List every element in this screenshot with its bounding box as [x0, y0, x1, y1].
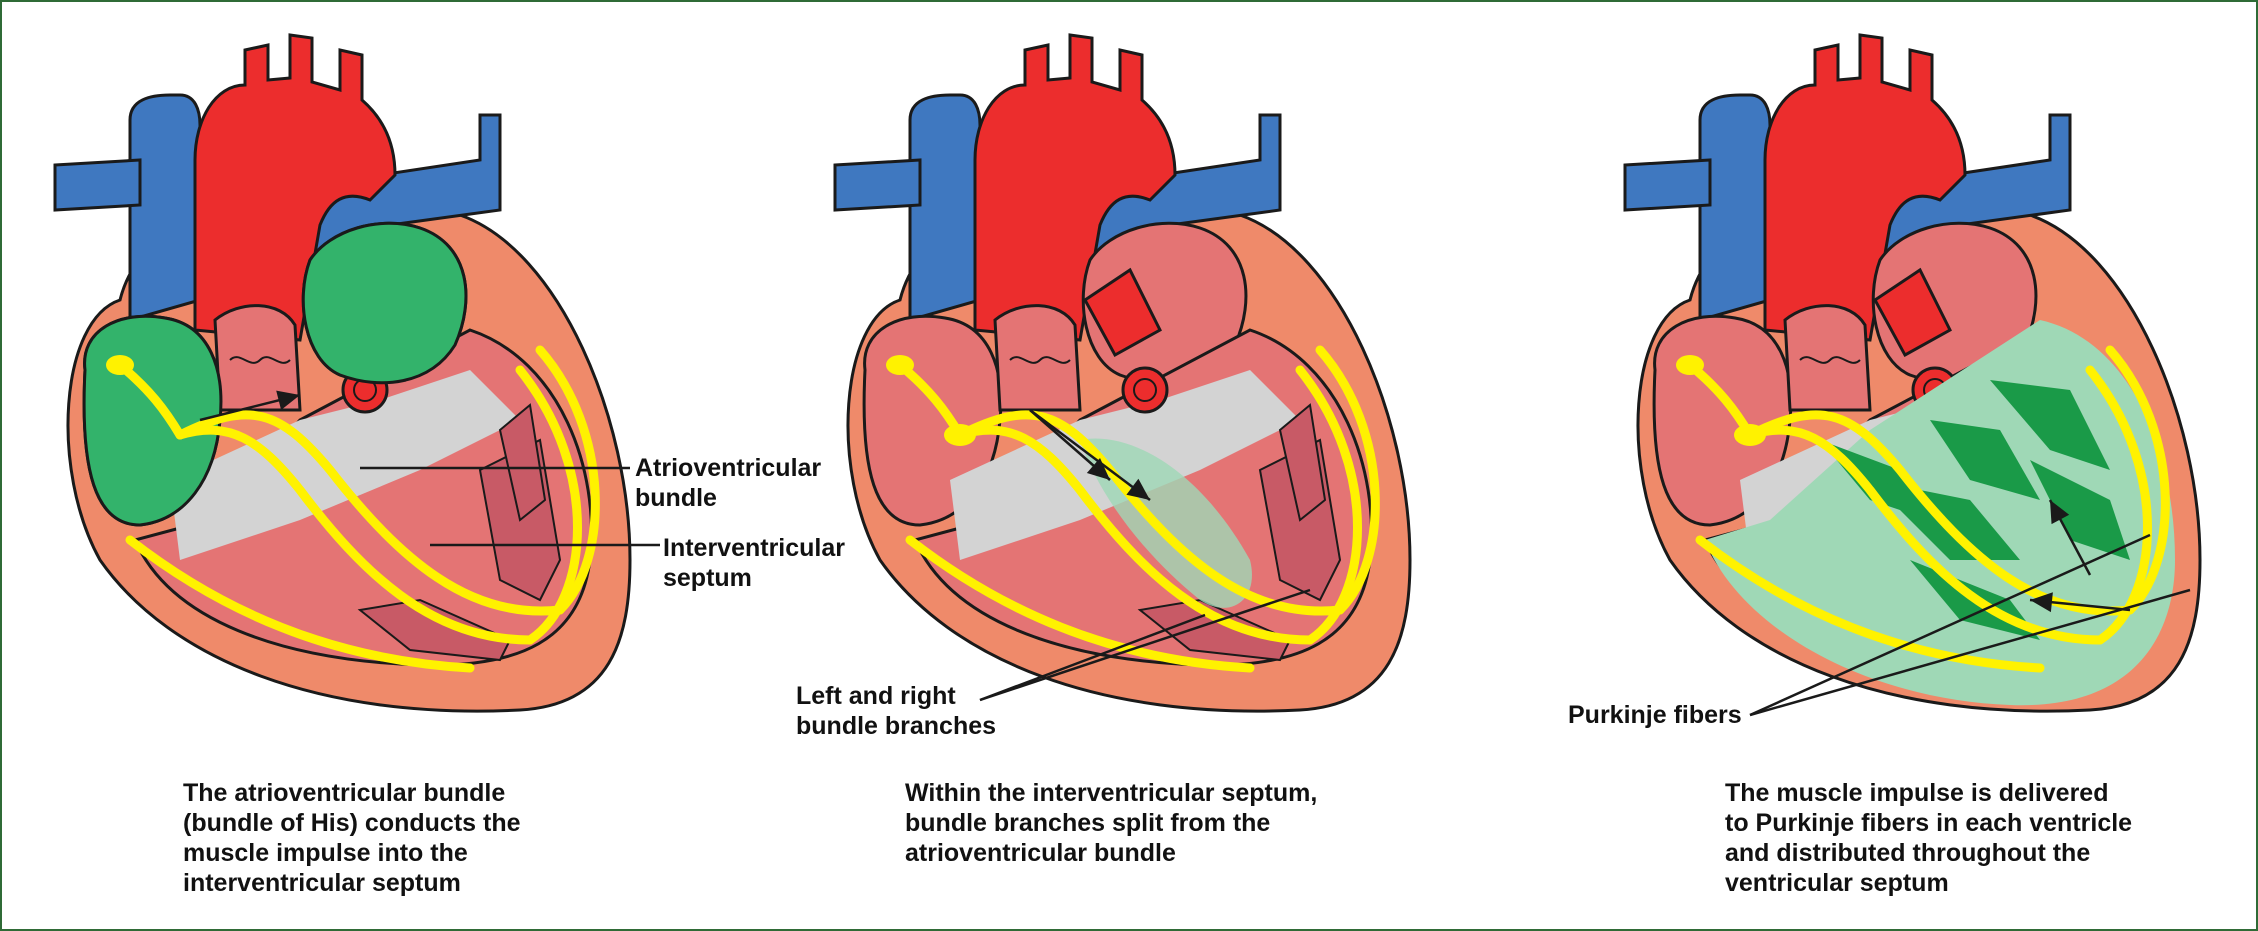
label-line: Atrioventricular: [635, 454, 822, 482]
purkinje-fibers-leader-1: [1749, 533, 2151, 717]
purkinje-fiber-region: [2030, 460, 2130, 560]
label-line: bundle: [635, 484, 717, 512]
panel-1-caption: The atrioventricular bundle(bundle of Hi…: [183, 778, 521, 898]
conduction-pathway: [115, 360, 185, 440]
conduction-pathway: [2105, 345, 2170, 615]
label-line: septum: [663, 564, 752, 592]
caption-line: to Purkinje fibers in each ventricle: [1725, 809, 2133, 837]
conduction-pathway: [125, 535, 475, 673]
conduction-pathway: [515, 365, 582, 645]
bundle-branches-leader-2: [979, 588, 1311, 702]
caption-line: muscle impulse into the: [183, 839, 468, 867]
purkinje-fiber-region: [1930, 420, 2040, 500]
caption-line: The muscle impulse is delivered: [1725, 779, 2109, 807]
bundle-arrow-left: [1029, 409, 1151, 501]
bundle-arrow-right-head: [1086, 457, 1110, 480]
caption-line: bundle branches split from the: [905, 809, 1271, 837]
caption-line: The atrioventricular bundle: [183, 779, 506, 807]
structure-label: Purkinje fibers: [1568, 700, 1742, 730]
heart-panel-2: [833, 33, 1412, 713]
caption-line: interventricular septum: [183, 869, 461, 897]
purkinje-arrow-left-head: [2030, 592, 2053, 613]
purkinje-arrow-up-head: [2050, 500, 2070, 525]
purkinje-fibers-leader-2: [1749, 588, 2191, 717]
label-line: Interventricular: [663, 534, 846, 562]
conduction-pathway: [1315, 345, 1380, 615]
label-line: Left and right: [796, 682, 956, 710]
conduction-pathway: [895, 360, 965, 440]
heart-panel-3: [1623, 33, 2202, 717]
left-atrium-impulse: [301, 221, 468, 385]
caption-line: and distributed throughout the: [1725, 839, 2091, 867]
conduction-pathway: [1295, 365, 1362, 645]
heart-panel-1: [53, 33, 660, 713]
bundle-branches-leader-1: [979, 613, 1206, 702]
panel-2-caption: Within the interventricular septum,bundl…: [905, 778, 1317, 868]
impulse-arrow-head: [276, 390, 300, 411]
conduction-pathway: [905, 535, 1255, 673]
label-line: bundle branches: [796, 712, 997, 740]
purkinje-fiber-region: [1990, 380, 2110, 470]
conduction-pathway: [535, 345, 600, 615]
conduction-pathway: [955, 425, 1315, 645]
caption-line: ventricular septum: [1725, 869, 1949, 897]
conduction-pathway: [1685, 360, 1755, 440]
conduction-pathway: [175, 425, 535, 645]
conduction-pathway: [1695, 535, 2045, 673]
label-line: Purkinje fibers: [1568, 701, 1742, 729]
caption-line: Within the interventricular septum,: [905, 779, 1318, 807]
conduction-pathway: [175, 410, 565, 616]
conduction-pathway: [2085, 365, 2152, 645]
caption-line: atrioventricular bundle: [905, 839, 1176, 867]
bundle-arrow-left-head: [1126, 478, 1150, 500]
caption-line: (bundle of His) conducts the: [183, 809, 521, 837]
conduction-pathway: [1745, 425, 2105, 645]
